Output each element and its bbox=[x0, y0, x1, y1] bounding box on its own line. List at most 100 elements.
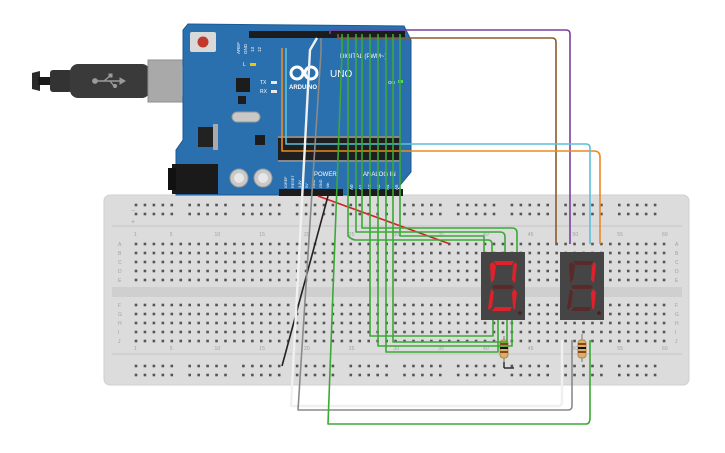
wire-green-2 bbox=[355, 34, 506, 252]
wire-brown bbox=[337, 34, 557, 244]
row-letter: B bbox=[118, 251, 122, 257]
ioref-label: IOREF bbox=[284, 176, 288, 188]
wire-green-6 bbox=[385, 34, 499, 353]
wire-green-5 bbox=[377, 34, 513, 347]
column-number: 25 bbox=[349, 232, 355, 238]
row-letter: E bbox=[118, 278, 122, 284]
column-number: 55 bbox=[617, 346, 623, 352]
row-letter: C bbox=[675, 260, 679, 266]
column-number: 5 bbox=[170, 346, 173, 352]
segment-e bbox=[567, 289, 573, 310]
column-number: 20 bbox=[304, 232, 310, 238]
v5-label: 5V bbox=[305, 183, 309, 188]
resistor-1[interactable] bbox=[499, 336, 509, 362]
row-letter: H bbox=[675, 321, 679, 327]
column-number: 35 bbox=[438, 232, 444, 238]
a1-label: A1 bbox=[358, 184, 363, 190]
row-letter: F bbox=[675, 303, 678, 309]
a0-label: A0 bbox=[349, 184, 354, 190]
row-letter: H bbox=[118, 321, 122, 327]
row-letter: B bbox=[675, 251, 679, 257]
wire-green-long bbox=[327, 34, 591, 425]
column-number: 1 bbox=[134, 346, 137, 352]
column-number: 55 bbox=[617, 232, 623, 238]
wire-purple bbox=[329, 29, 571, 244]
row-letter: E bbox=[675, 278, 679, 284]
column-number: 50 bbox=[573, 232, 579, 238]
column-number: 15 bbox=[259, 232, 265, 238]
wire-white bbox=[289, 37, 564, 408]
column-number: 1 bbox=[134, 232, 137, 238]
segment-c bbox=[591, 289, 596, 310]
segment-c bbox=[512, 289, 517, 310]
row-letter: J bbox=[118, 339, 121, 345]
column-number: 10 bbox=[215, 346, 221, 352]
analog-header bbox=[348, 189, 403, 196]
pin13-label: 13 bbox=[250, 46, 255, 52]
segment-d bbox=[571, 307, 591, 311]
segment-b bbox=[591, 262, 596, 283]
column-number: 45 bbox=[528, 346, 534, 352]
segment-f bbox=[569, 262, 575, 283]
l-led-label: L bbox=[243, 62, 246, 68]
seven-segment-display-2[interactable]: 1 bbox=[0, 251, 604, 320]
gnd1-label: GND bbox=[312, 179, 316, 188]
row-letter: F bbox=[118, 303, 121, 309]
gnd2-label: GND bbox=[319, 179, 323, 188]
segment-a bbox=[573, 261, 593, 265]
column-number: 45 bbox=[528, 232, 534, 238]
digital-header bbox=[249, 31, 405, 38]
column-number: 10 bbox=[215, 232, 221, 238]
pin12-label: 12 bbox=[257, 46, 262, 52]
v33-label: 3.3V bbox=[298, 180, 302, 188]
segment-e bbox=[488, 289, 494, 310]
row-letter: D bbox=[118, 269, 122, 275]
wire-green-8 bbox=[399, 34, 485, 252]
column-number: 30 bbox=[394, 346, 400, 352]
voltage-regulator bbox=[198, 127, 214, 147]
segment-d bbox=[492, 307, 512, 311]
arduino-brand: ARDUINO bbox=[289, 85, 317, 91]
row-letter: C bbox=[118, 260, 122, 266]
rail-plus-label: + bbox=[131, 219, 135, 226]
row-letter: D bbox=[675, 269, 679, 275]
column-number: 20 bbox=[304, 346, 310, 352]
row-letter: G bbox=[118, 312, 122, 318]
column-number: 40 bbox=[483, 346, 489, 352]
rx-label: RX bbox=[260, 89, 268, 95]
column-number: 60 bbox=[662, 346, 668, 352]
segment-b bbox=[512, 262, 517, 283]
seven-segment-display-1[interactable]: 0 bbox=[0, 251, 525, 320]
wire-cyan bbox=[285, 48, 591, 244]
aref-label: AREF bbox=[236, 42, 241, 54]
segment-g bbox=[492, 285, 514, 289]
column-number: 35 bbox=[438, 346, 444, 352]
row-letter: A bbox=[675, 242, 679, 248]
column-number: 40 bbox=[483, 232, 489, 238]
a4-label: A4 bbox=[385, 184, 390, 190]
rail-minus-label: − bbox=[131, 208, 135, 215]
row-letter: G bbox=[675, 312, 679, 318]
arduino-logo-icon bbox=[289, 65, 319, 81]
column-number: 30 bbox=[394, 232, 400, 238]
power-label: POWER bbox=[314, 172, 337, 178]
tx-label: TX bbox=[260, 80, 267, 86]
wire-gray bbox=[297, 38, 573, 411]
segment-g bbox=[571, 285, 593, 289]
wire-green-4 bbox=[369, 34, 494, 337]
column-number: 15 bbox=[259, 346, 265, 352]
wire-green-7 bbox=[392, 34, 508, 343]
wire-green-3 bbox=[361, 34, 518, 252]
resistor-2[interactable] bbox=[577, 334, 587, 362]
crystal bbox=[231, 111, 261, 123]
arduino-uno-board: AREF GND 13 12 DIGITAL (PWM~) L TX RX AR… bbox=[168, 23, 412, 196]
segment-f bbox=[490, 262, 496, 283]
power-header bbox=[279, 189, 343, 196]
wire-green-1 bbox=[347, 34, 493, 252]
on-label: ON bbox=[388, 80, 395, 85]
wires bbox=[281, 29, 601, 425]
row-letter: J bbox=[675, 339, 678, 345]
